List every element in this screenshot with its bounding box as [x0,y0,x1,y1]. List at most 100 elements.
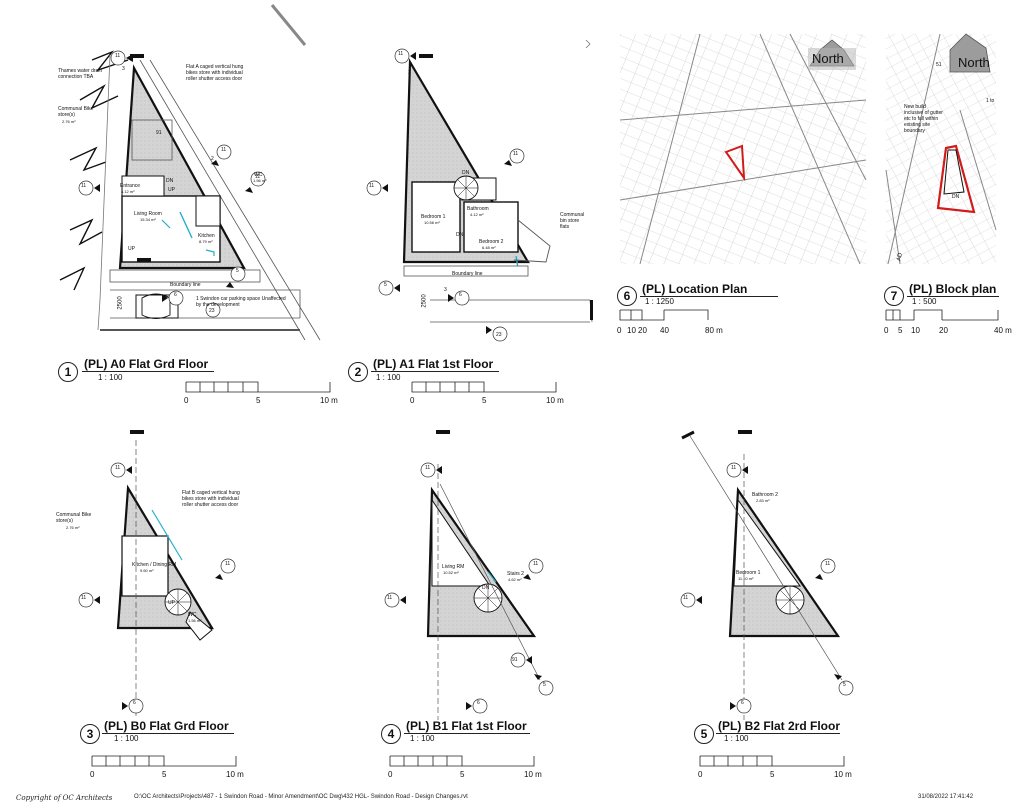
plan2-bathroom-area: 4.12 m² [470,212,484,217]
plan1-dim: 2500 [117,296,124,310]
plan1-living-room: Living Room [134,211,162,217]
title-rule [640,296,778,297]
plan3-bike-store: Communal Bike store(s) [56,512,92,524]
plan-b1-1st-floor [426,430,541,720]
scalebar-label: 5 [256,396,261,405]
marker-num: 6 [133,700,136,706]
view-title: (PL) B1 Flat 1st Floor [406,719,527,733]
view-number: 2 [348,362,368,382]
view-number: 6 [617,286,637,306]
view-title: (PL) A0 Flat Grd Floor [84,357,209,371]
scalebar-label: 40 [660,326,669,335]
plan2-dn: DN [462,170,470,176]
view-scale: 1 : 100 [724,734,749,743]
plan5-bedroom-area: 11.50 m² [738,576,754,581]
view-title: (PL) Block plan [909,282,997,296]
view-scale: 1 : 100 [410,734,435,743]
marker-num: 3 [408,70,411,76]
file-path: O:\OC Architects\Projects\487 - 1 Swindo… [134,794,468,800]
plan4-living-area: 10.52 m² [443,570,459,575]
view-number: 4 [381,724,401,744]
print-date: 31/08/2022 17:41:42 [918,794,974,800]
plan3-kitchen: Kitchen / Dining RM [132,562,177,568]
view-title: (PL) B0 Flat Grd Floor [104,719,229,733]
plan5-bathroom-area: 2.83 m² [756,498,770,503]
plan-b0-grd-floor [116,430,214,718]
marker-num: 5 [543,682,546,688]
scalebar-label: 20 [939,326,948,335]
title-rule [907,296,999,297]
view-title: (PL) A1 Flat 1st Floor [373,357,494,371]
plan1-entrance-area: 4.12 m² [121,189,135,194]
north-label-location: North [812,51,844,66]
marker-num: 11 [369,183,375,189]
north-label-block: North [958,55,990,70]
plan-b2-2nd-floor [681,430,843,720]
view-title: (PL) B2 Flat 2rd Floor [718,719,841,733]
view-scale: 1 : 500 [912,297,937,306]
marker-num: 11 [731,465,737,471]
plan3-wc: WC [188,612,197,618]
plan2-bathroom: Bathroom [467,206,489,212]
block-dn: DN [952,194,960,200]
block-map [885,33,997,265]
scalebar-label: 10 m [320,396,338,405]
plan1-flat-a-note: Flat A caged vertical hung bikes store w… [186,64,244,82]
plan1-wc-area: 1.56 m² [253,178,267,183]
section-arrows [94,52,842,710]
scalebar-label: 40 m [994,326,1012,335]
view-scale: 1 : 100 [376,373,401,382]
block-note: New build inclusive of gutter etc to fal… [904,104,943,134]
plan2-bedroom2: Bedroom 2 [479,239,504,245]
section-markers [78,48,854,714]
marker-num: 2 [211,156,214,162]
scalebar-label: 10 m [834,770,852,779]
view-number: 3 [80,724,100,744]
plan4-stairs-area: 4.62 m² [508,577,522,582]
title-rule [102,733,234,734]
plan5-bathroom: Bathroom 2 [752,492,778,498]
scalebar-label: 0 [617,326,622,335]
plan2-dim: 2500 [421,294,428,308]
view-scale: 1 : 1250 [645,297,674,306]
marker-num: 5 [843,682,846,688]
plan2-bedroom1-area: 10.56 m² [424,220,440,225]
marker-num: 11 [115,53,121,59]
plan1-dn: DN [166,178,174,184]
plan2-dn2: DN [456,232,464,238]
plan1-thames-note: Thames water drain connection TBA [58,68,103,80]
plan3-bike-area: 2.76 m² [66,525,80,530]
scalebar-label: 10 [911,326,920,335]
marker-num: 11 [398,51,404,57]
plan2-bin-note: Communal bin store flats [560,212,585,230]
marker-num: 11 [387,595,393,601]
plan1-entrance: Entrance [120,183,141,189]
scalebar-label: 0 [410,396,415,405]
view-scale: 1 : 100 [98,373,123,382]
scalebar-label: 0 [884,326,889,335]
plan2-bedroom2-area: 6.48 m² [482,245,496,250]
plan1-bike-store: Communal Bike store(s) [58,106,94,118]
marker-num: 5 [236,268,239,274]
copyright-text: Copyright of OC Architects [16,794,113,802]
plan-a0-grd-floor [59,4,321,341]
marker-num: 6 [477,700,480,706]
plan4-stairs: Stairs 2 [507,571,524,577]
scalebar-label: 0 [698,770,703,779]
marker-num: 11 [425,465,431,471]
plan1-tag91: 91 [156,130,162,136]
marker-num: 11 [255,174,261,180]
view-number: 5 [694,724,714,744]
title-rule [716,733,840,734]
plan1-boundary: Boundary line [170,282,201,288]
plan-a1-1st-floor [402,39,593,323]
plan4-tag91: 91 [512,657,518,663]
marker-num: 11 [533,561,539,567]
plan3-flat-b-note: Flat B caged vertical hung bikes store w… [182,490,240,508]
marker-num: 11 [81,183,87,189]
scalebar-label: 5 [770,770,775,779]
scalebar-label: 10 [627,326,636,335]
marker-num: 6 [459,292,462,298]
scalebar-label: 0 [184,396,189,405]
